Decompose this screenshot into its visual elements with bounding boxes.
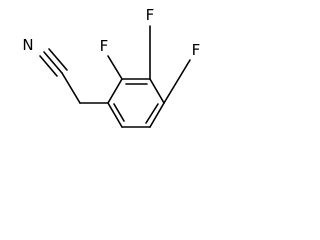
atom-label-f2: F: [100, 37, 109, 55]
bond-cn-triple-1: [43, 51, 63, 74]
bond-c6-c1: [107, 102, 123, 128]
bond-ch2-cn: [61, 72, 81, 104]
bond-c2-f2: [107, 55, 123, 80]
atom-label-f4: F: [192, 41, 201, 59]
atom-label-f3: F: [146, 6, 155, 24]
bond-c4-c5-inner: [145, 103, 159, 124]
benzene-ring: [107, 78, 165, 128]
structure-canvas: N F F F: [22, 6, 201, 128]
bond-c1-c2: [107, 78, 123, 104]
bond-c3-c4: [149, 78, 165, 104]
bond-c4-f4: [163, 59, 191, 104]
substituent-bonds: [39, 25, 191, 104]
bond-cn-triple-2: [39, 55, 58, 77]
bond-c4-c5: [149, 102, 165, 128]
bond-c6-c1-inner: [113, 103, 125, 122]
atom-label-n: N: [22, 36, 33, 54]
bond-cn-triple-3: [48, 48, 68, 71]
